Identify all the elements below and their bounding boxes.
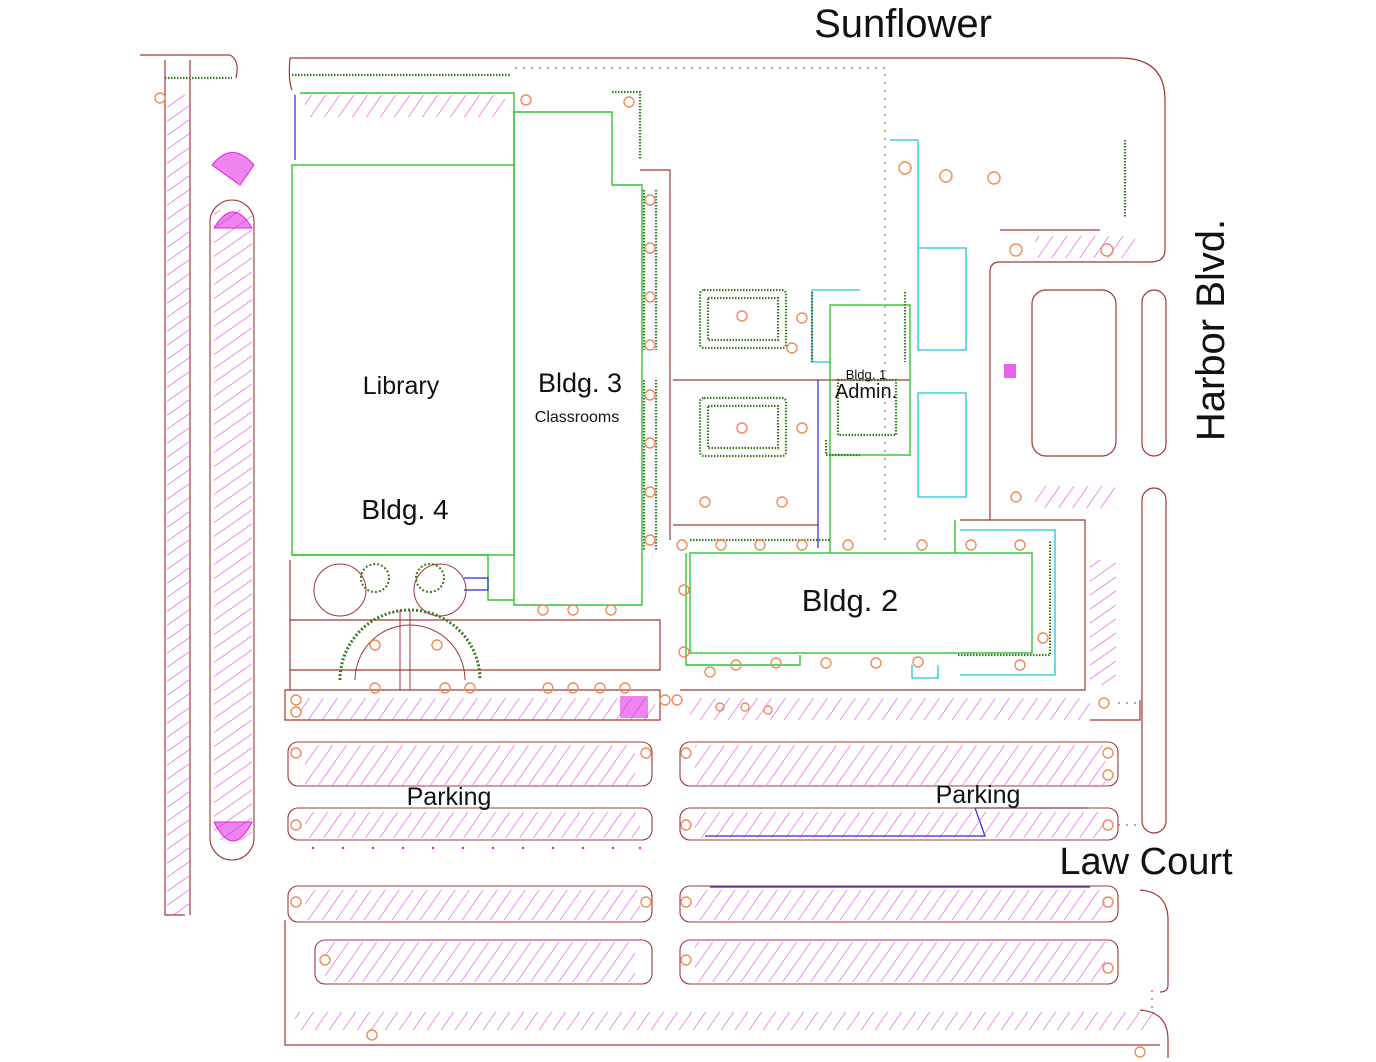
bldg2-footprint — [689, 552, 1033, 654]
courtyard — [313, 563, 482, 690]
parking-islands — [209, 199, 1119, 985]
utility-line — [515, 67, 1153, 1010]
planters — [165, 73, 1127, 657]
building-label-bldg2: Bldg. 2 — [802, 583, 899, 618]
building-label-library: Library — [363, 372, 440, 400]
parking-stalls — [167, 95, 1155, 1030]
bldg1-footprint — [829, 304, 911, 456]
building-label-admin: Admin. — [835, 381, 897, 403]
bldg3-footprint — [513, 111, 643, 606]
building-label-classrooms: Classrooms — [535, 409, 619, 426]
street-label-sunflower: Sunflower — [814, 2, 992, 46]
site-outline — [140, 54, 1169, 1058]
building-label-bldg3: Bldg. 3 — [538, 368, 622, 398]
parking-label-west: Parking — [407, 783, 492, 811]
building-label-bldg4: Bldg. 4 — [361, 494, 448, 525]
trees — [154, 92, 1146, 1058]
street-label-law-court: Law Court — [1059, 841, 1233, 883]
parking-label-east: Parking — [936, 781, 1021, 809]
building-label-bldg1: Bldg. 1 — [846, 367, 886, 382]
aisle-markers — [311, 846, 642, 850]
street-label-harbor-blvd: Harbor Blvd. — [1189, 219, 1233, 441]
